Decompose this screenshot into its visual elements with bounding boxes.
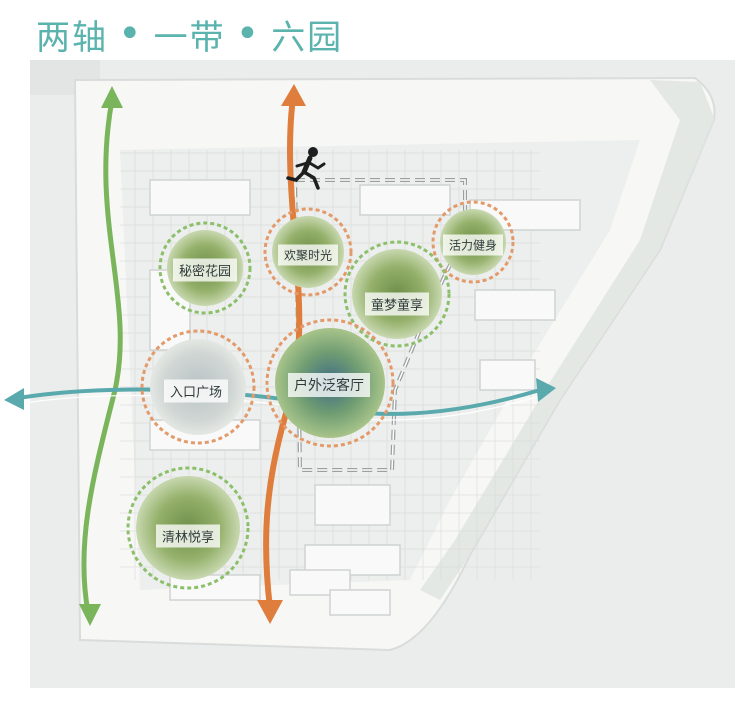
label-outdoor-lounge: 户外泛客厅 [288,373,370,397]
buildings [149,179,581,616]
label-secret-garden: 秘密花园 [172,258,238,282]
title-separator: • [118,11,144,57]
title-separator: • [235,11,262,57]
title-part-one-belt: 一带 [153,18,226,58]
label-entrance-plaza: 入口广场 [163,379,229,403]
label-forest-pavilion: 清林悦享 [155,524,221,548]
title-part-six-gardens: 六园 [271,18,344,58]
page-title: 两轴•一带•六园 [36,10,343,59]
title-part-two-axes: 两轴 [36,18,108,58]
label-joy-time: 欢聚时光 [277,244,339,266]
runner-icon [286,147,326,190]
label-vitality-fitness: 活力健身 [442,234,504,256]
label-dream-pavilion: 童梦童享 [364,292,430,316]
